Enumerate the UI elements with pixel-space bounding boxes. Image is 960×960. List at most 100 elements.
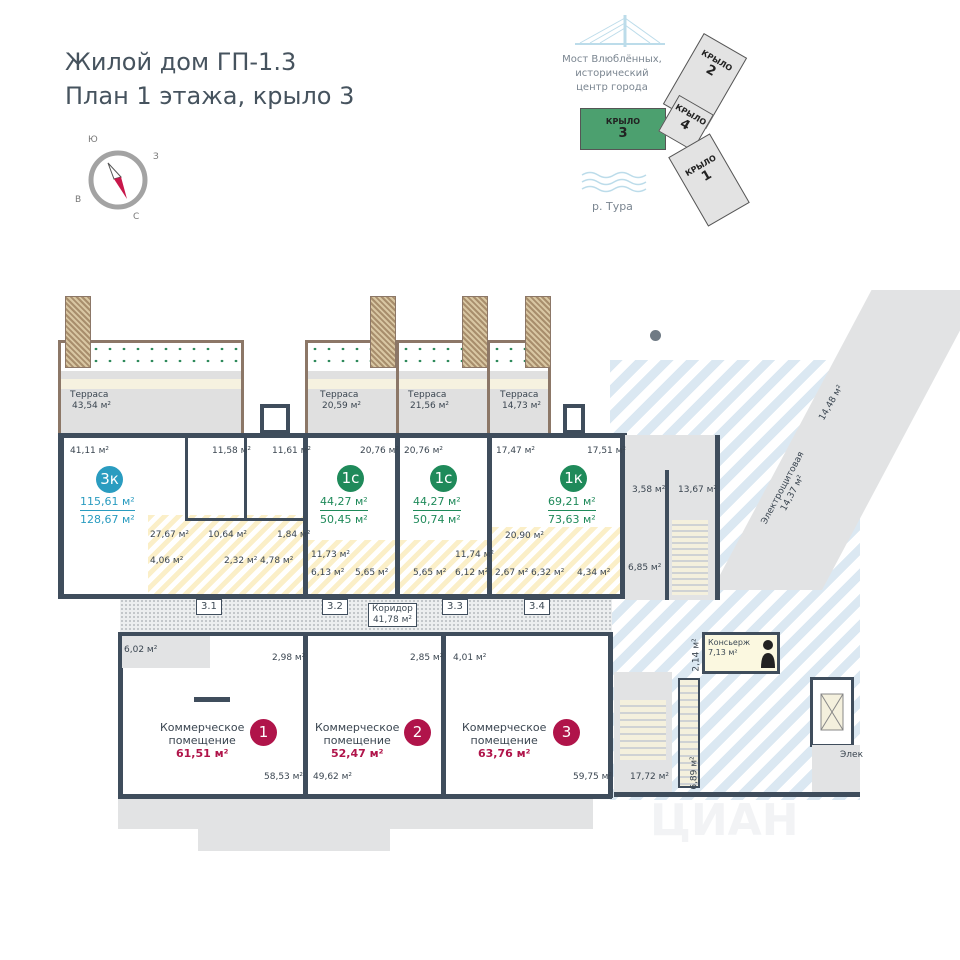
terrace-area: 21,56 м²	[410, 401, 450, 411]
shaft	[260, 404, 290, 434]
wall	[665, 470, 669, 600]
room-area: 2,32 м²	[224, 556, 258, 566]
terrace-label: Терраса	[408, 390, 447, 400]
wall	[118, 632, 123, 798]
apartment-type-badge: 1к	[560, 465, 587, 492]
room-area: 27,67 м²	[150, 530, 190, 540]
terrace-area: 43,54 м²	[72, 401, 112, 411]
hall-hatch	[400, 540, 490, 597]
concierge-label: Консьерж	[708, 638, 751, 647]
key-plan: Мост Влюблённых, исторический центр горо…	[540, 10, 780, 230]
room-area: 11,61 м²	[272, 446, 312, 456]
room-area: 5,65 м²	[355, 568, 389, 578]
room-area: 11,73 м²	[311, 550, 351, 560]
room-area: 3,58 м²	[632, 485, 666, 495]
landmark-text: Мост Влюблённых,	[562, 54, 662, 65]
terrace-label: Терраса	[500, 390, 539, 400]
concierge-room: Консьерж 7,13 м²	[702, 632, 780, 674]
entrance-3-1: 3.1	[196, 599, 222, 615]
entrance-3-3: 3.3	[442, 599, 468, 615]
planter	[370, 296, 396, 368]
planter	[525, 296, 551, 368]
wall	[118, 632, 612, 636]
river-waves-icon	[581, 171, 647, 193]
room-area: 20,76 м²	[404, 446, 444, 456]
apartment-type-badge: 1с	[430, 465, 457, 492]
watermark: ЦИАН	[650, 795, 799, 846]
wall	[614, 792, 860, 797]
room-area: 4,01 м²	[453, 653, 487, 663]
staircase	[678, 678, 700, 788]
wall	[395, 433, 400, 599]
wall	[715, 435, 720, 600]
room-area: 6,12 м²	[455, 568, 489, 578]
staircase	[620, 700, 666, 760]
entrance-3-2: 3.2	[322, 599, 348, 615]
room-area: 11,58 м²	[212, 446, 252, 456]
landmark-text-3: центр города	[576, 82, 648, 93]
compass-west: З	[153, 152, 159, 162]
hall-hatch	[492, 527, 622, 597]
room-area: 41,11 м²	[70, 446, 110, 456]
bridge-icon	[575, 15, 665, 47]
room-area: 6,13 м²	[311, 568, 345, 578]
wall	[303, 433, 308, 599]
room-area: 49,62 м²	[313, 772, 353, 782]
hall-hatch	[308, 540, 398, 597]
wall	[194, 697, 230, 702]
room-area: 58,53 м²	[264, 772, 304, 782]
partial-label: Элек	[840, 750, 864, 760]
wall	[58, 433, 64, 599]
room-area: 4,34 м²	[577, 568, 611, 578]
title-floor-plan: План 1 этажа, крыло 3	[65, 82, 355, 110]
room-area: 17,72 м²	[630, 772, 670, 782]
compass: Ю З В С	[75, 135, 170, 230]
wall	[244, 433, 247, 521]
wall	[487, 433, 492, 599]
room-area: 6,89 м²	[689, 756, 700, 790]
elevator	[810, 677, 854, 747]
portico	[118, 799, 593, 829]
room-area: 20,76 м²	[360, 446, 400, 456]
apartment-type-badge: 3к	[96, 466, 123, 493]
wall	[58, 594, 627, 599]
title-building: Жилой дом ГП-1.3	[65, 48, 297, 76]
shaft	[563, 404, 585, 434]
wall	[58, 433, 627, 438]
electrical-room-2	[812, 745, 860, 795]
column-icon	[650, 330, 661, 341]
commercial-number-badge: 3	[553, 719, 580, 746]
river-label: р. Тура	[592, 200, 633, 213]
room-area: 2,67 м²	[495, 568, 529, 578]
room-area: 2,14 м²	[691, 638, 702, 672]
room-area: 2,98 м²	[272, 653, 306, 663]
terrace-label: Терраса	[320, 390, 359, 400]
compass-icon	[88, 150, 148, 210]
room-area: 59,75 м²	[573, 772, 613, 782]
wall	[620, 433, 625, 599]
concierge-area: 7,13 м²	[708, 648, 738, 657]
room-area: 6,02 м²	[124, 645, 158, 655]
wall	[303, 632, 308, 798]
entrance-3-4: 3.4	[524, 599, 550, 615]
compass-north: С	[133, 212, 140, 222]
stair	[122, 636, 210, 668]
wall	[608, 632, 613, 798]
planter	[462, 296, 488, 368]
hall-hatch	[148, 515, 303, 597]
room-area: 1,84 м²	[277, 530, 311, 540]
room-area: 6,85 м²	[628, 563, 662, 573]
room-area: 6,32 м²	[531, 568, 565, 578]
portico-step	[198, 829, 390, 851]
commercial-number-badge: 2	[404, 719, 431, 746]
